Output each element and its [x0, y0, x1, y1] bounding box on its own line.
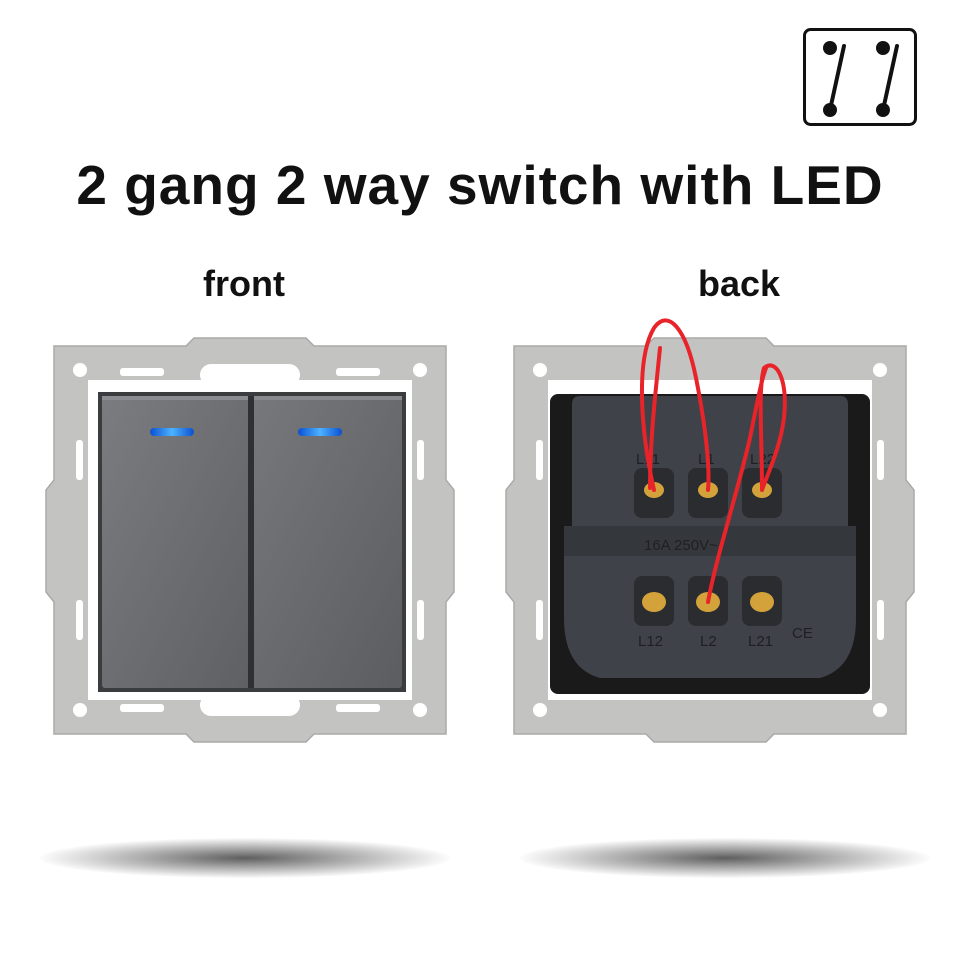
switch-front-image	[45, 337, 455, 743]
front-view-label: front	[203, 263, 285, 304]
rocker-right	[252, 396, 402, 688]
red-jumper-wires	[639, 318, 787, 604]
terminal-label: L2	[700, 633, 717, 650]
product-title: 2 gang 2 way switch with LED	[76, 154, 884, 216]
switch-back-image: 16A 250V~ L11 L1 L22 L12 L2 L21 CE	[505, 318, 915, 743]
led-indicator-right	[298, 428, 342, 436]
front-shadow	[40, 838, 450, 878]
two-way-switch-diagram-icon	[803, 28, 917, 126]
back-shadow	[520, 838, 930, 878]
rating-text: 16A 250V~	[644, 537, 718, 554]
ce-mark: CE	[792, 625, 813, 642]
back-view-label: back	[697, 263, 781, 304]
led-indicator-left	[150, 428, 194, 436]
terminal-label: L21	[748, 633, 773, 650]
terminal-top-row: L11 L1 L22	[634, 451, 782, 518]
terminal-bottom-row: L12 L2 L21 CE	[634, 576, 813, 650]
rocker-left	[102, 396, 250, 688]
terminal-label: L12	[638, 633, 663, 650]
